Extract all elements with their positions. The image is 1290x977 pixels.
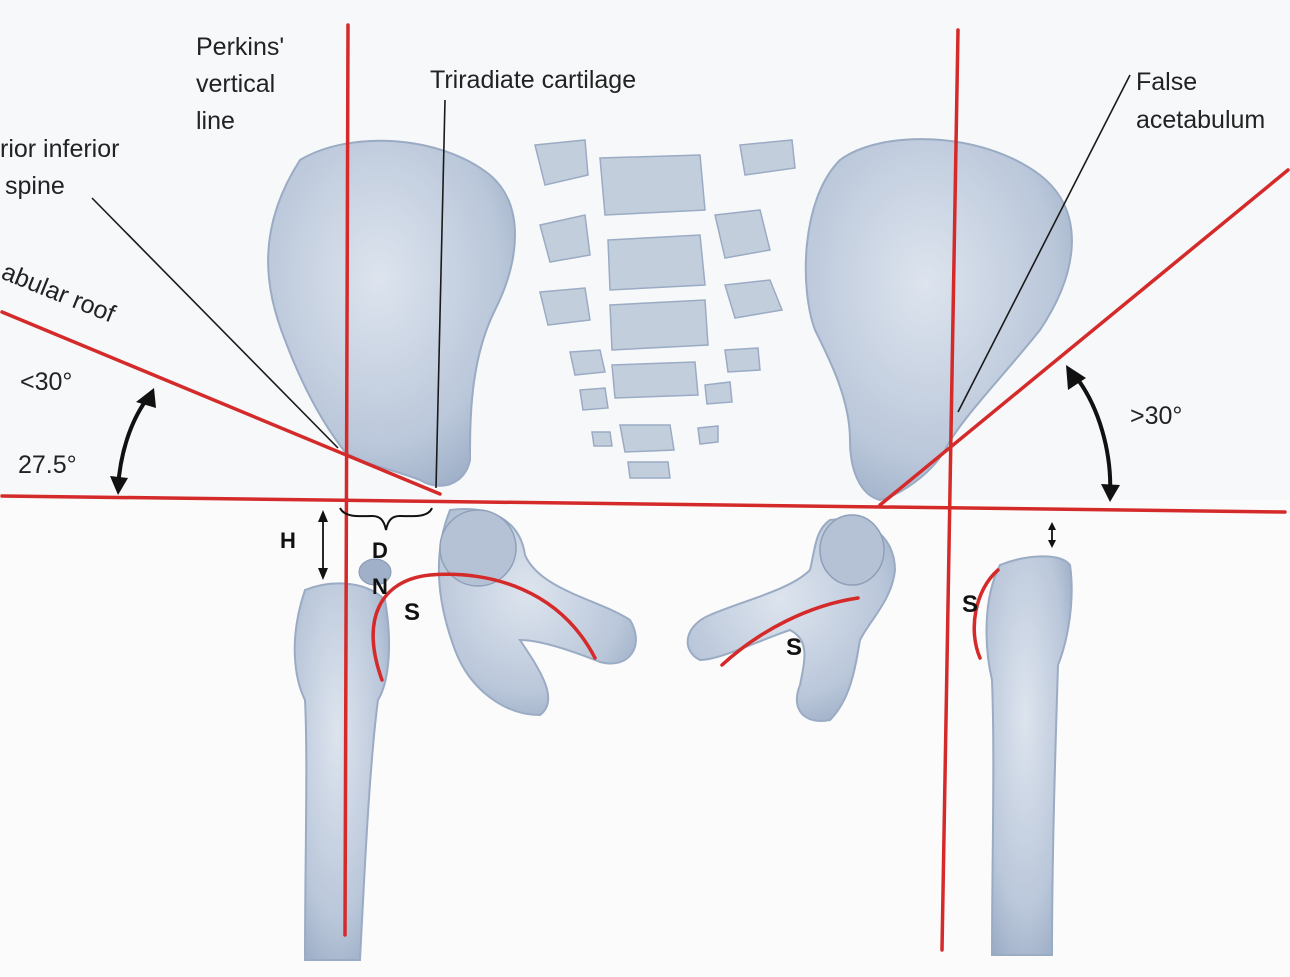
perkins-label-line1: Perkins' [196, 33, 284, 61]
text-labels: Perkins' vertical line Triradiate cartil… [0, 33, 1265, 661]
perkins-line-left [343, 23, 350, 937]
s-label-left: S [404, 599, 420, 626]
aiis-label-line2: spine [5, 172, 65, 200]
perkins-line-right [940, 28, 960, 952]
right-h-arrow-bottom [1048, 540, 1056, 548]
leader-triradiate [435, 99, 446, 489]
shenton-arc-left [371, 572, 597, 682]
left-ilium [267, 139, 516, 487]
s-label-center-right: S [786, 634, 802, 661]
arrowhead-left-bottom [110, 476, 128, 495]
acetabular-roof-line-right [878, 168, 1290, 507]
arrowheads [110, 365, 1120, 502]
angle-lt30-label: <30° [20, 368, 72, 396]
angle-27-5-label: 27.5° [18, 451, 77, 479]
arrowhead-right-bottom [1101, 484, 1120, 502]
s-label-right: S [962, 591, 978, 618]
arrowhead-left-top [136, 388, 156, 408]
n-label: N [372, 574, 388, 599]
angle-gt30-label: >30° [1130, 402, 1182, 430]
leader-lines [91, 74, 1131, 489]
angle-arc-right [1070, 370, 1113, 497]
hilgenreiner-line [0, 494, 1287, 514]
false-acetabulum-label-line1: False [1136, 68, 1197, 96]
left-ossific-nucleus [358, 558, 392, 586]
perkins-label-line3: line [196, 107, 235, 135]
sacrum [534, 139, 796, 479]
lower-background [0, 500, 1290, 977]
right-femur [985, 555, 1073, 956]
h-arrow-bottom [318, 568, 328, 580]
measurement-arrows [318, 510, 1056, 580]
h-arrow-top [318, 510, 328, 522]
h-label: H [280, 528, 296, 553]
aiis-label-line1: rior inferior [0, 135, 119, 163]
right-h-arrow-top [1048, 522, 1056, 530]
false-acetabulum-label-line2: acetabulum [1136, 106, 1265, 134]
d-label: D [372, 538, 388, 563]
acetabular-roof-line-left [0, 310, 442, 496]
red-construction-lines [0, 23, 1290, 952]
perkins-label-line2: vertical [196, 70, 275, 98]
triradiate-label: Triradiate cartilage [430, 66, 636, 94]
d-distance-brace [339, 507, 433, 531]
left-femoral-head-cartilage [439, 509, 517, 587]
shenton-arc-right [972, 568, 1000, 660]
right-femoral-head-cartilage [819, 514, 885, 586]
leader-false-acetabulum [957, 74, 1131, 413]
arrowhead-right-top [1066, 365, 1086, 390]
left-femur [293, 582, 391, 961]
leader-aiis [91, 197, 339, 449]
shenton-arc-center-right [720, 596, 860, 667]
